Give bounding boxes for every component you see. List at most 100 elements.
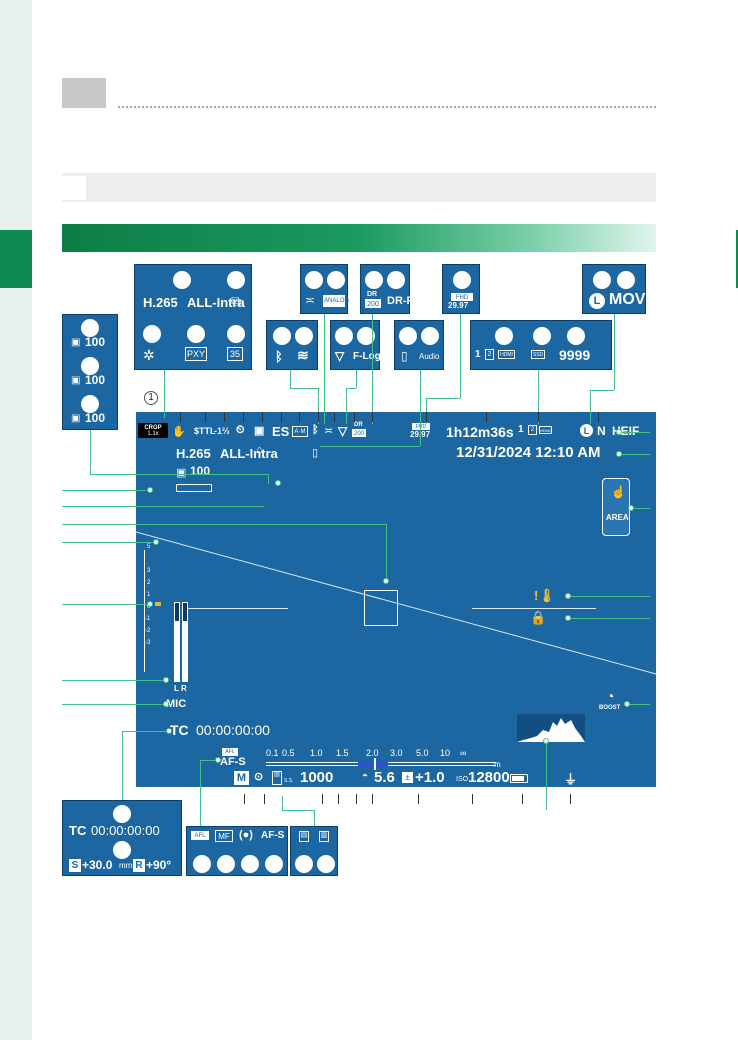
exp-comp-icon: ±: [402, 772, 413, 783]
slot-1-icon: 1: [518, 424, 524, 435]
bluetooth-icon: ᛒ: [312, 424, 319, 436]
section-heading-bar: [62, 224, 656, 252]
boost-label: BOOST: [599, 705, 621, 711]
frame-icon: ▣: [71, 413, 81, 424]
dr-value: 200: [352, 429, 366, 437]
tick-mark: [538, 412, 539, 422]
marker-ring: [628, 505, 634, 511]
leader-line: [620, 432, 650, 433]
marker-ring: [166, 728, 172, 734]
afl-chip: AFL: [222, 748, 238, 756]
tick-mark: [570, 794, 571, 804]
ssd-chip: SSD: [531, 350, 545, 359]
callout-bubble: [327, 271, 345, 289]
power-plug-icon: ⏚: [564, 772, 578, 787]
level-icon: ▥: [319, 831, 329, 842]
level-line-left: [188, 608, 288, 609]
distance-tick-label: 2.0: [366, 748, 379, 758]
tick-mark: [243, 412, 244, 422]
dr-value: 200: [365, 299, 381, 308]
leader-line: [570, 596, 650, 597]
tick-mark: [180, 412, 181, 422]
rotate-chip: R: [133, 859, 145, 872]
tick-mark: [281, 412, 282, 422]
frame-icon: ▣: [176, 467, 187, 479]
boost-icon: ◔: [606, 688, 615, 704]
fhd-fps: 29.97: [448, 301, 469, 310]
leader-line: [590, 390, 591, 424]
callout-left-stack: ▣ 100 ▣ 100 ▣ 100: [62, 314, 118, 430]
frame-icon: ▣: [71, 375, 81, 386]
tick-mark: [205, 412, 206, 422]
leader-line: [90, 430, 91, 474]
tick-mark: [426, 412, 427, 422]
aperture: 5.6: [374, 769, 395, 786]
leader-line: [122, 731, 172, 732]
leader-line: [200, 760, 201, 826]
tick-mark: [338, 794, 339, 804]
callout-bubble: [295, 327, 313, 345]
subheading-bar: [62, 173, 656, 202]
callout-bubble: [227, 325, 245, 343]
histogram: [517, 714, 585, 742]
frame-value: 100: [85, 373, 106, 387]
callout-phone: ▯ Audio: [394, 320, 444, 370]
tick-mark: [224, 412, 225, 422]
leader-line: [62, 524, 386, 525]
drp-label: DR-P: [387, 295, 414, 307]
marker-ring: [163, 701, 169, 707]
slot-1-icon: 1: [475, 349, 481, 360]
focus-frame[interactable]: [364, 590, 398, 626]
hdmi-chip: HDMI: [498, 350, 515, 359]
tick-mark: [264, 794, 265, 804]
mov-label: MOV: [609, 291, 646, 308]
leader-line: [320, 446, 420, 447]
callout-bubble: [273, 327, 291, 345]
marker-ring: [616, 429, 622, 435]
crop-indicator: CROP 1.1x: [138, 423, 168, 438]
tick-mark: [299, 412, 300, 422]
iso-value: 12800: [468, 769, 510, 786]
frame-value: 100: [190, 464, 211, 478]
callout-bubble: [453, 271, 471, 289]
focus-check-bar: [176, 484, 212, 492]
callout-mov: L MOV: [582, 264, 646, 314]
wind-filter-icon: ≍: [324, 425, 334, 437]
callout-bubble: [265, 855, 283, 873]
distance-tick-label: 3.0: [390, 748, 403, 758]
callout-bubble: [335, 327, 353, 345]
zoom-frame-icon: ⧉: [231, 293, 241, 309]
callout-bubble: [593, 271, 611, 289]
am-chip: A·M: [292, 426, 308, 437]
afs-label: AF-S: [261, 830, 285, 841]
leader-line: [628, 704, 650, 705]
callout-bubble: [317, 855, 335, 873]
remaining-time: 1h12m36s: [446, 424, 514, 440]
distance-tick-label: 1.0: [310, 748, 323, 758]
date-time: 12/31/2024 12:10 AM: [456, 444, 601, 461]
touch-area-button[interactable]: ☝ AREA: [602, 478, 630, 536]
callout-bubble: [187, 325, 205, 343]
distance-tick-label: 10: [440, 748, 451, 758]
leader-line: [62, 542, 158, 543]
tick-mark: [372, 412, 373, 422]
leader-line: [614, 314, 615, 390]
page-margin-strip: [0, 0, 32, 1040]
frame-icon: ▣: [71, 337, 81, 348]
focus-distance-pointer: [374, 758, 376, 770]
phone-icon: ▯: [401, 349, 408, 363]
flash-comp: -1⅔: [214, 426, 230, 436]
marker-ring: [565, 615, 571, 621]
rotate-value: +90°: [146, 858, 172, 872]
tick-mark: [262, 412, 263, 422]
depth-of-field-range: [358, 762, 388, 767]
horizon-line: [136, 531, 656, 675]
battery-icon: [510, 774, 528, 783]
focus-mode: AF-S: [220, 756, 246, 768]
temperature-warning-icon: !🌡: [534, 588, 555, 603]
flash-mode: $TTL: [194, 426, 216, 436]
callout-level: ▤ ▥: [290, 826, 338, 876]
leader-line: [620, 454, 650, 455]
callout-bubble: [387, 271, 405, 289]
leader-line: [346, 388, 356, 389]
